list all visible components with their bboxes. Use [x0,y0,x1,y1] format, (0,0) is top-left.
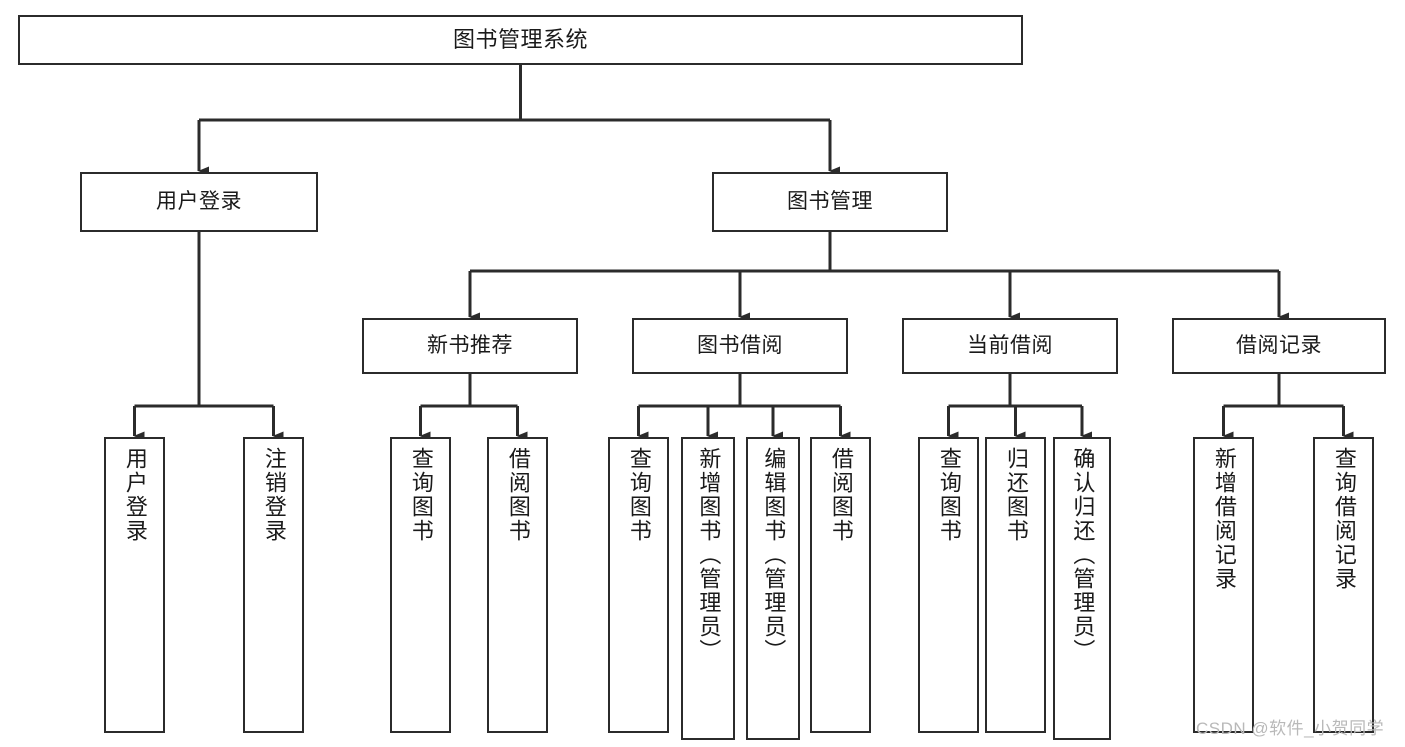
node-borrow-record[interactable]: 借阅记录 [1172,318,1386,374]
node-label: 借阅图书 [505,447,531,543]
node-leaf-bb-borrow[interactable]: 借阅图书 [810,437,871,733]
node-leaf-rec-query[interactable]: 查询图书 [390,437,451,733]
node-label: 新增图书（管理员） [696,447,722,663]
node-label: 借阅记录 [1236,334,1322,358]
node-leaf-rec-borrow[interactable]: 借阅图书 [487,437,548,733]
node-book-admin[interactable]: 图书管理 [712,172,948,232]
node-label: 用户登录 [122,447,148,543]
node-label: 图书管理 [787,190,873,214]
csdn-watermark: CSDN @软件_小贺同学 [1196,719,1385,738]
node-leaf-br-add[interactable]: 新增借阅记录 [1193,437,1254,733]
node-label: 查询图书 [408,447,434,543]
node-leaf-br-query[interactable]: 查询借阅记录 [1313,437,1374,733]
node-label: 图书管理系统 [452,26,588,52]
node-label: 查询借阅记录 [1331,447,1357,591]
node-book-borrow[interactable]: 图书借阅 [632,318,848,374]
node-leaf-cb-return[interactable]: 归还图书 [985,437,1046,733]
node-new-book-rec[interactable]: 新书推荐 [362,318,578,374]
node-label: 确认归还（管理员） [1070,447,1096,663]
node-leaf-user-login[interactable]: 用户登录 [104,437,165,733]
node-label: 借阅图书 [828,447,854,543]
node-leaf-bb-query[interactable]: 查询图书 [608,437,669,733]
node-label: 新增借阅记录 [1211,447,1237,591]
node-label: 查询图书 [936,447,962,543]
node-leaf-cb-query[interactable]: 查询图书 [918,437,979,733]
node-leaf-logout[interactable]: 注销登录 [243,437,304,733]
node-leaf-bb-add[interactable]: 新增图书（管理员） [681,437,735,740]
node-leaf-bb-edit[interactable]: 编辑图书（管理员） [746,437,800,740]
node-current-borrow[interactable]: 当前借阅 [902,318,1118,374]
node-label: 当前借阅 [967,334,1053,358]
node-user-login[interactable]: 用户登录 [80,172,318,232]
node-label: 查询图书 [626,447,652,543]
node-root[interactable]: 图书管理系统 [18,15,1023,65]
node-label: 新书推荐 [427,334,513,358]
node-label: 编辑图书（管理员） [761,447,787,663]
node-label: 图书借阅 [697,334,783,358]
node-label: 用户登录 [156,190,242,214]
node-label: 归还图书 [1003,447,1029,543]
node-leaf-cb-confirm[interactable]: 确认归还（管理员） [1053,437,1111,740]
node-label: 注销登录 [261,447,287,543]
